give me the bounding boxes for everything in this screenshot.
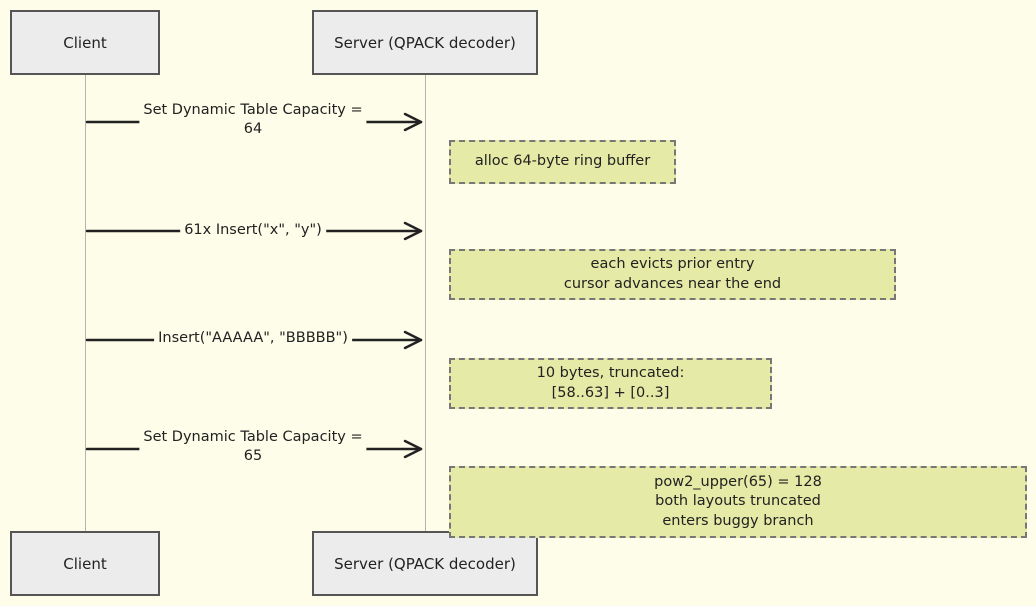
message-label-line: 65	[243, 448, 263, 464]
message-label-3: Insert("AAAAA", "BBBBB")	[154, 329, 352, 348]
participant-client-top: Client	[10, 10, 160, 75]
note-line: cursor advances near the end	[563, 275, 782, 292]
note-4: pow2_upper(65) = 128 both layouts trunca…	[449, 466, 1027, 538]
message-arrowhead-3	[403, 330, 423, 350]
note-line: pow2_upper(65) = 128	[654, 473, 822, 490]
participant-client-label: Client	[63, 554, 107, 573]
participant-server-top: Server (QPACK decoder)	[312, 10, 538, 75]
participant-server-label: Server (QPACK decoder)	[334, 33, 516, 52]
message-arrowhead-4	[403, 439, 423, 459]
message-arrowhead-2	[403, 221, 423, 241]
note-1: alloc 64-byte ring buffer	[449, 140, 676, 184]
note-2: each evicts prior entry cursor advances …	[449, 249, 896, 300]
message-label-line: Insert("AAAAA", "BBBBB")	[158, 330, 348, 346]
message-label-4: Set Dynamic Table Capacity = 65	[139, 428, 367, 466]
note-line: [58..63] + [0..3]	[551, 384, 670, 401]
participant-server-label: Server (QPACK decoder)	[334, 554, 516, 573]
note-line: each evicts prior entry	[590, 256, 755, 272]
participant-server-bottom: Server (QPACK decoder)	[312, 531, 538, 596]
message-label-1: Set Dynamic Table Capacity = 64	[139, 101, 367, 139]
note-line: 10 bytes, truncated:	[536, 365, 685, 381]
note-3: 10 bytes, truncated: [58..63] + [0..3]	[449, 358, 772, 409]
message-label-line: 61x Insert("x", "y")	[184, 222, 322, 238]
message-label-line: Set Dynamic Table Capacity =	[143, 102, 363, 118]
server-lifeline	[425, 75, 426, 531]
message-label-2: 61x Insert("x", "y")	[180, 221, 326, 240]
client-lifeline	[85, 75, 86, 531]
note-line: enters buggy branch	[662, 512, 814, 529]
participant-client-label: Client	[63, 33, 107, 52]
note-line: alloc 64-byte ring buffer	[474, 153, 651, 170]
message-label-line: 64	[243, 121, 263, 137]
note-line: both layouts truncated	[655, 493, 821, 510]
message-arrowhead-1	[403, 112, 423, 132]
participant-client-bottom: Client	[10, 531, 160, 596]
message-label-line: Set Dynamic Table Capacity =	[143, 429, 363, 445]
